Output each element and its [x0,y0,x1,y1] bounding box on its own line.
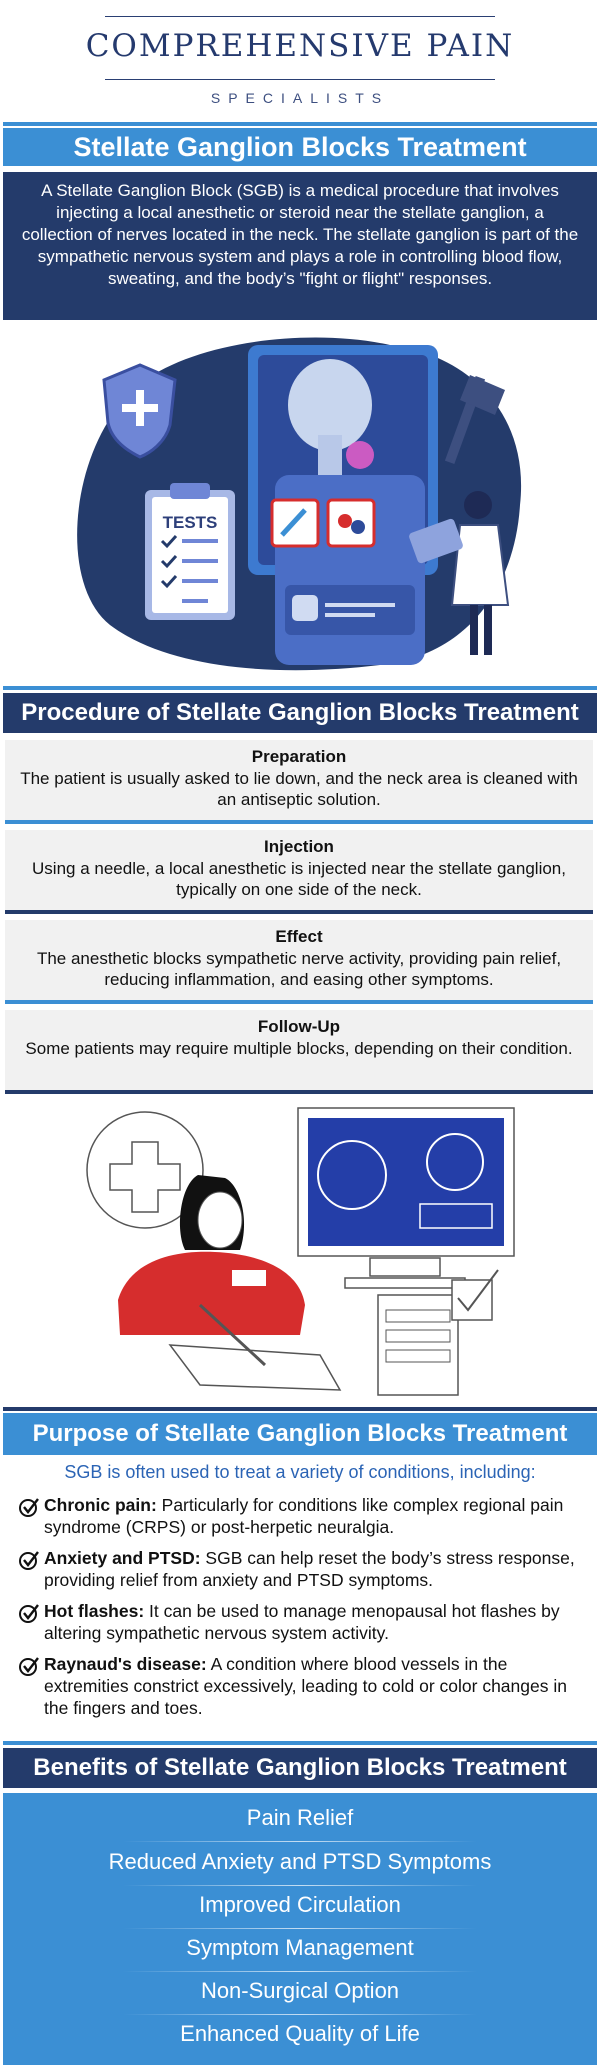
condition-text: Particularly for conditions like complex… [44,1495,564,1537]
phone-line [325,603,395,607]
benefit-item: Pain Relief [246,1805,354,1830]
benefit-divider [123,1885,477,1886]
step-follow-up: Follow-Up Some patients may require mult… [5,1010,593,1094]
paper-document-icon [377,1269,499,1396]
condition-text: A condition where blood vessels in the e… [44,1654,567,1718]
step-body: Using a needle, a local anesthetic is in… [32,859,566,899]
title-top-line [3,122,597,126]
benefits-list: Pain Relief Reduced Anxiety and PTSD Sym… [3,1793,597,2065]
purpose-heading: Purpose of Stellate Ganglion Blocks Trea… [3,1413,597,1455]
intro-paragraph: A Stellate Ganglion Block (SGB) is a med… [3,172,597,320]
step-injection: Injection Using a needle, a local anesth… [5,830,593,914]
check-circle-icon [19,1551,39,1570]
step-title: Follow-Up [257,1017,341,1036]
benefit-item: Symptom Management [186,1935,414,1960]
medical-illustration: TESTS [0,325,600,685]
benefit-item: Improved Circulation [199,1892,401,1917]
hammer-icon [444,375,505,464]
header-rule-top [105,16,495,17]
step-body: The patient is usually asked to lie down… [20,769,578,809]
step-bar [5,820,593,824]
procedure-top-line [3,686,597,690]
check-circle-icon [19,1498,39,1517]
condition-text: It can be used to manage menopausal hot … [44,1601,560,1643]
condition-term: Hot flashes: [44,1601,145,1621]
doctor-figure [409,491,510,655]
brand-header: COMPREHENSIVE PAIN SPECIALISTS [0,0,600,120]
phone-panel [285,585,415,635]
step-bar [5,1000,593,1004]
check-circle-icon [19,1657,39,1676]
step-title: Injection [264,837,334,856]
woman-writing-figure [118,1175,342,1391]
benefits-heading: Benefits of Stellate Ganglion Blocks Tre… [3,1748,597,1788]
condition-term: Anxiety and PTSD: [44,1548,201,1568]
step-bar [5,1090,593,1094]
monitor-icon [297,1107,515,1289]
condition-text: SGB can help reset the body’s stress res… [44,1548,575,1590]
benefit-item: Non-Surgical Option [200,1978,400,2003]
benefits-top-line [3,1741,597,1745]
step-bar [5,910,593,914]
benefit-item: Enhanced Quality of Life [180,2021,420,2046]
benefit-divider [123,2014,477,2015]
step-body: The anesthetic blocks sympathetic nerve … [36,949,562,989]
benefit-divider [123,1971,477,1972]
condition-item: Chronic pain: Particularly for condition… [18,1494,590,1538]
step-title: Effect [275,927,323,946]
purpose-intro: SGB is often used to treat a variety of … [64,1462,536,1482]
benefit-item: Reduced Anxiety and PTSD Symptoms [108,1849,492,1874]
purpose-top-line [3,1407,597,1411]
plus-circle [86,1111,204,1229]
patient-form-illustration [0,1100,600,1405]
condition-term: Raynaud's disease: [44,1654,207,1674]
plus-icon [109,1141,181,1213]
condition-item: Raynaud's disease: A condition where blo… [18,1653,590,1719]
benefit-divider [123,1928,477,1929]
condition-term: Chronic pain: [44,1495,157,1515]
tests-label: TESTS [163,513,218,532]
shield-icon [102,363,177,459]
step-title: Preparation [251,747,347,766]
user-icon [292,595,318,621]
header-rule-middle [105,79,495,80]
step-effect: Effect The anesthetic blocks sympathetic… [5,920,593,1004]
brand-subtitle: SPECIALISTS [210,90,390,106]
brand-title: COMPREHENSIVE PAIN [85,28,515,64]
step-body: Some patients may require multiple block… [25,1039,573,1058]
benefit-divider [123,1841,477,1842]
check-circle-icon [19,1604,39,1623]
procedure-heading: Procedure of Stellate Ganglion Blocks Tr… [3,693,597,733]
clipboard-tests-icon: TESTS [145,483,235,620]
step-preparation: Preparation The patient is usually asked… [5,740,593,824]
phone-line [325,613,375,617]
condition-item: Anxiety and PTSD: SGB can help reset the… [18,1547,590,1591]
condition-item: Hot flashes: It can be used to manage me… [18,1600,590,1644]
main-title: Stellate Ganglion Blocks Treatment [3,128,597,166]
